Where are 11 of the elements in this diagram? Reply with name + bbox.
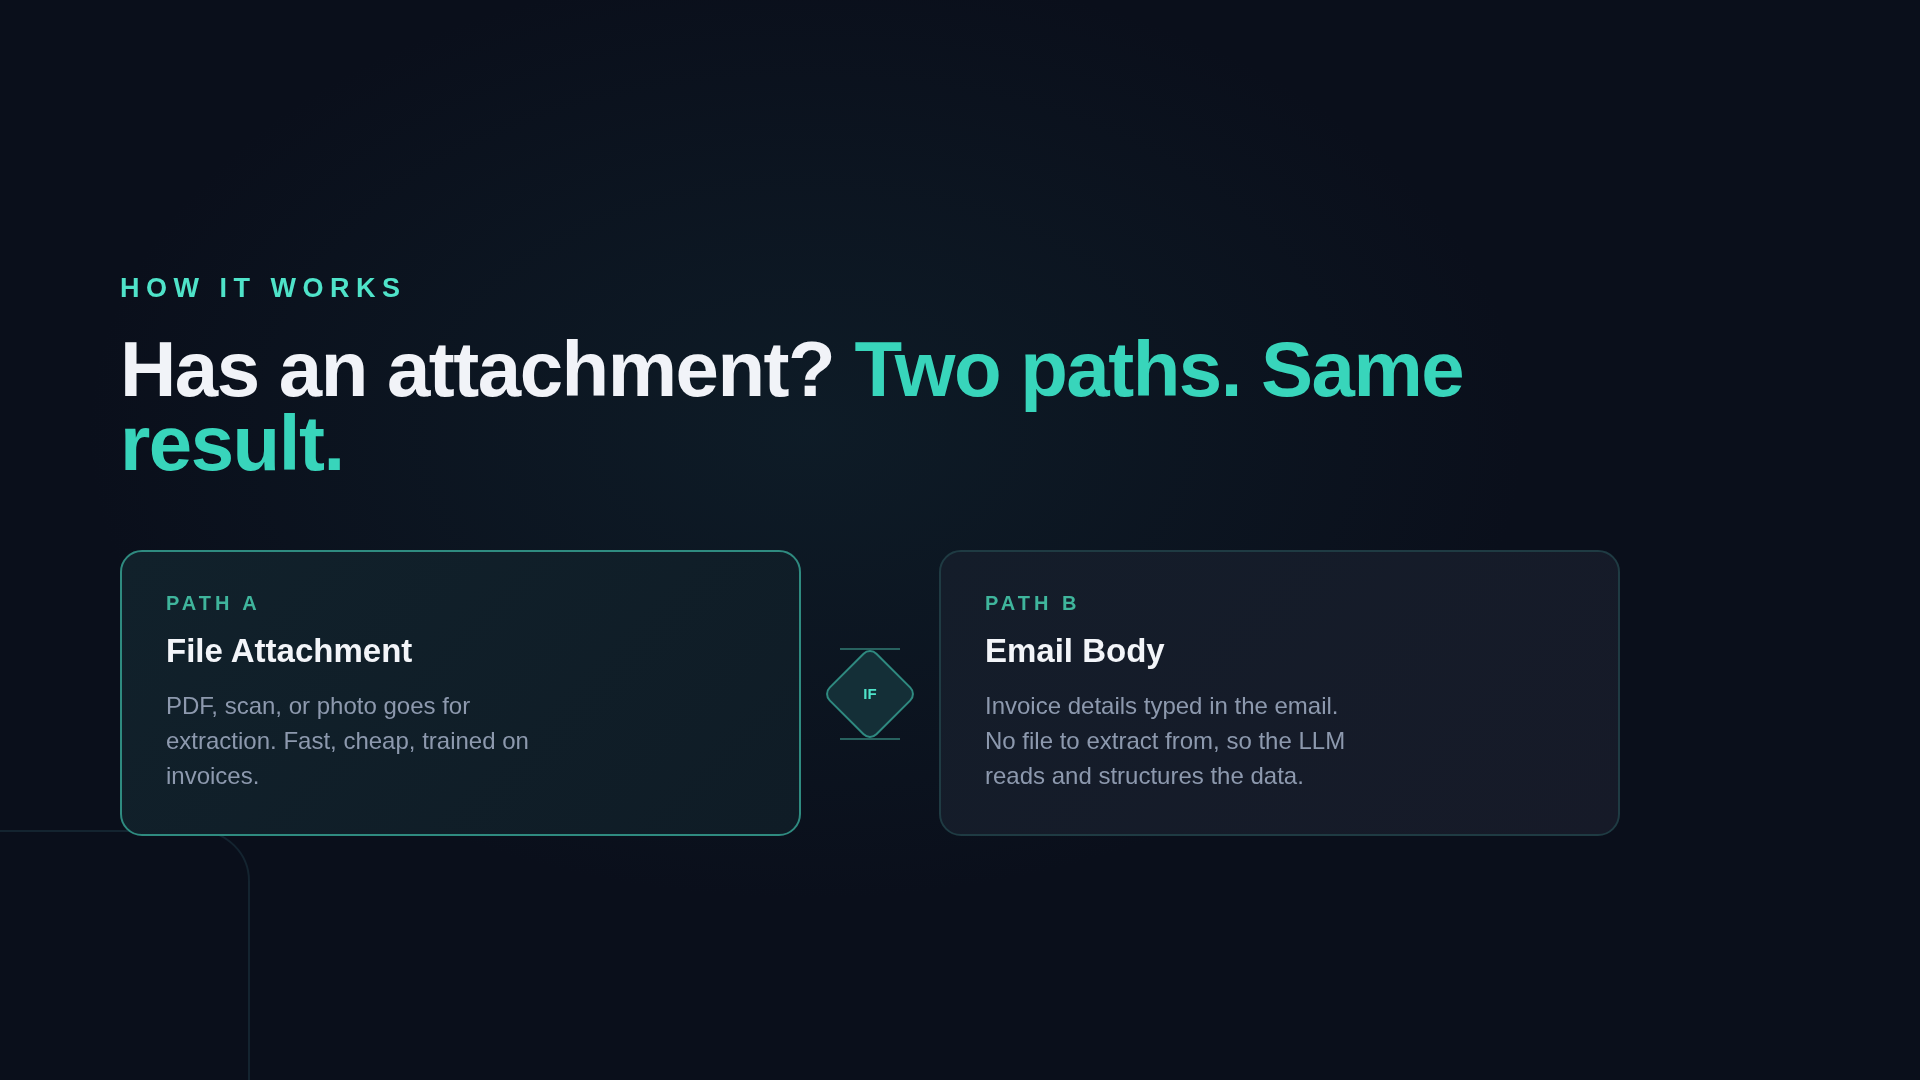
condition-label: IF bbox=[863, 685, 877, 703]
card-eyebrow: PATH A bbox=[166, 591, 261, 615]
card-title: Email Body bbox=[985, 631, 1165, 671]
path-card bbox=[120, 550, 801, 836]
path-card bbox=[939, 550, 1620, 836]
card-title: File Attachment bbox=[166, 631, 413, 671]
section-eyebrow: HOW IT WORKS bbox=[120, 272, 407, 304]
headline: Has an attachment? Two paths. Same result. bbox=[120, 332, 1465, 480]
card-description: Invoice details typed in the email. No file to extract from, so the LLM reads and structures the data. bbox=[985, 691, 1347, 791]
card-eyebrow: PATH B bbox=[985, 591, 1081, 615]
card-description: PDF, scan, or photo goes for extraction. Fast, cheap, trained on invoices. bbox=[166, 691, 530, 791]
